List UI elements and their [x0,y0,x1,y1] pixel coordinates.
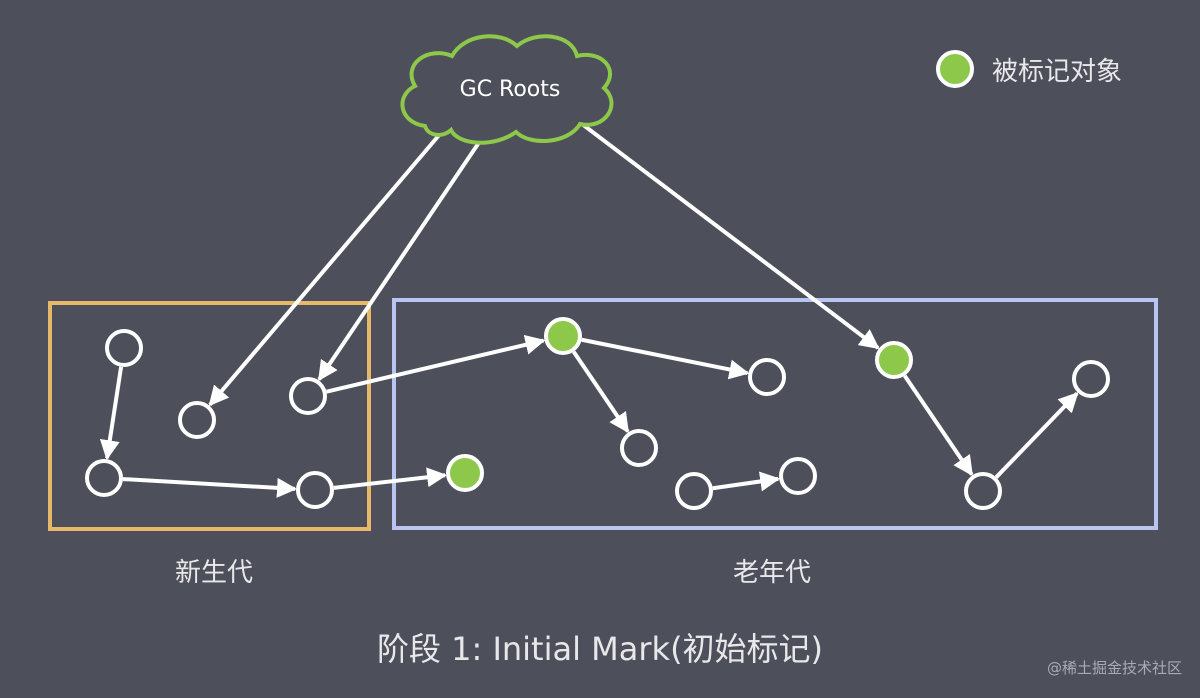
object-node-y2 [178,401,216,439]
gc-roots-label: GC Roots [459,77,561,102]
reference-arrow-root-y2 [208,132,442,407]
reference-arrow-o1-o3 [572,350,630,434]
object-node-o6 [779,457,817,495]
young-generation-label: 新生代 [175,558,254,588]
reference-arrow-o5-o6 [712,471,781,492]
reference-arrow-y3-o1 [326,334,546,394]
reference-arrow-root-o7 [580,122,880,350]
reference-arrow-o1-o2 [581,337,750,380]
object-node-o8 [964,472,1002,510]
reference-arrow-y4-y5 [122,477,298,498]
old-generation-label: 老年代 [733,558,812,588]
reference-arrow-y1-y4 [99,366,124,461]
object-node-y4 [85,459,123,497]
object-node-o5 [675,472,713,510]
reference-edges [99,122,1079,498]
phase-caption: 阶段 1: Initial Mark(初始标记) [376,630,824,668]
reference-arrow-root-y3 [317,136,484,382]
reference-arrow-o7-o8 [903,374,974,477]
marked-object-node-o1 [544,317,582,355]
marked-object-node-o7 [875,341,913,379]
green-dot-icon [936,50,974,88]
object-node-y5 [296,471,334,509]
object-node-o2 [748,358,786,396]
legend-label: 被标记对象 [992,57,1123,87]
marked-object-node-o4 [446,454,484,492]
object-node-y3 [289,377,327,415]
gc-roots-cloud [400,34,614,145]
reference-arrow-y5-o4 [333,467,448,490]
watermark: @稀土掘金技术社区 [1046,659,1182,677]
object-node-o9 [1072,360,1110,398]
reference-arrow-o8-o9 [994,391,1079,479]
object-nodes [85,317,1110,510]
young-generation-box [48,301,371,531]
object-node-o3 [620,429,658,467]
object-node-y1 [105,329,143,367]
old-generation-box [392,298,1158,530]
